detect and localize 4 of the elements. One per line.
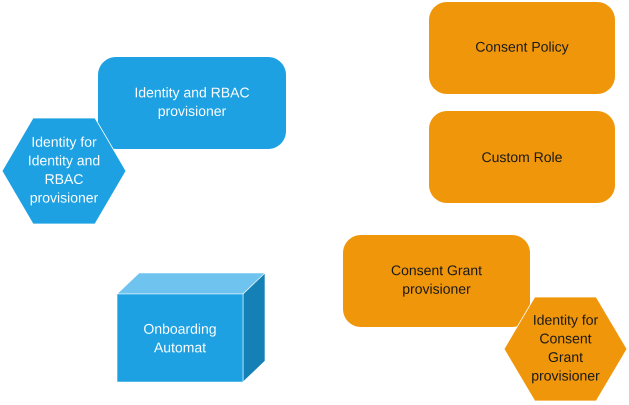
process-box: Custom Role (429, 111, 615, 203)
process-box: Identity and RBAC provisioner (98, 57, 286, 149)
process-box: Consent Grant provisioner (343, 235, 530, 327)
process-box: Consent Policy (429, 2, 615, 94)
